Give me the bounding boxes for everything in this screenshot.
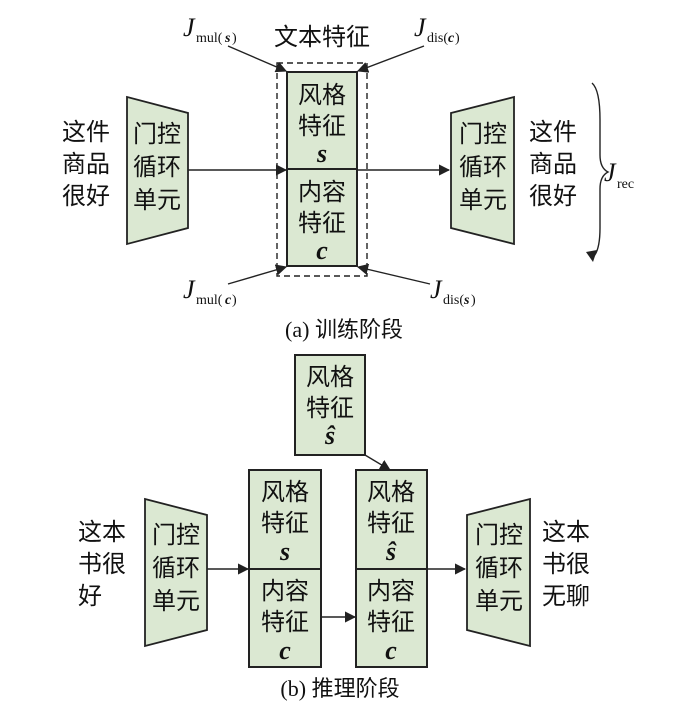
target-style-arrow (364, 454, 391, 471)
svg-text:J: J (183, 275, 196, 304)
inference-decoder-label-1: 门控 (475, 521, 523, 549)
inference-output-text: 这本 书很 无聊 (542, 518, 590, 610)
training-decoder-label-2: 循环 (459, 153, 507, 181)
svg-text:): ) (232, 293, 237, 308)
inference-decoder-gru (466, 497, 531, 648)
training-content-symbol: c (316, 236, 328, 265)
inference-stage: 风格 特征 ŝ 这本 书很 好 门控 循环 单元 风格 特征 s 内容 特征 c… (78, 354, 590, 701)
svg-text:s: s (224, 31, 231, 46)
loss-mul-c-arrow (227, 264, 288, 285)
new-content-line-2: 特征 (367, 608, 415, 636)
training-input-text: 这件 商品 很好 (62, 118, 110, 210)
svg-text:rec: rec (617, 177, 634, 192)
orig-content-line-1: 内容 (261, 577, 309, 605)
svg-text:dis(: dis( (427, 31, 448, 46)
inference-decoder-label-3: 单元 (475, 587, 523, 615)
loss-dis-c-label: J dis( c ) (414, 13, 460, 46)
svg-text:c: c (448, 31, 455, 46)
inference-input-line-3: 好 (78, 582, 102, 610)
new-content-symbol: c (385, 636, 397, 665)
orig-style-symbol: s (279, 537, 290, 566)
svg-text:J: J (430, 275, 443, 304)
new-style-feature-box (355, 469, 428, 570)
rec-brace-arrowhead (586, 250, 597, 262)
inference-encoder-label-3: 单元 (152, 587, 200, 615)
training-input-line-1: 这件 (62, 118, 110, 146)
loss-dis-c-arrow (356, 45, 425, 73)
training-style-line-1: 风格 (298, 81, 346, 109)
text-feature-label: 文本特征 (274, 23, 370, 51)
training-input-line-2: 商品 (62, 150, 110, 178)
training-input-line-3: 很好 (62, 182, 110, 210)
svg-text:J: J (604, 158, 617, 187)
inference-input-line-1: 这本 (78, 518, 126, 546)
text-feature-dashed-frame (276, 62, 368, 277)
training-output-line-2: 商品 (529, 150, 577, 178)
svg-text:J: J (183, 13, 196, 42)
rec-brace (591, 82, 610, 259)
inference-caption: (b) 推理阶段 (280, 676, 399, 701)
svg-text:): ) (471, 293, 476, 308)
training-style-line-2: 特征 (298, 112, 346, 140)
inference-decoder-label-2: 循环 (475, 554, 523, 582)
target-style-line-1: 风格 (306, 363, 354, 391)
orig-style-line-2: 特征 (261, 509, 309, 537)
loss-mul-c-label: J mul( c ) (183, 275, 237, 308)
training-encoder-label-2: 循环 (133, 153, 181, 181)
orig-style-feature-box (248, 469, 322, 570)
new-style-line-1: 风格 (367, 478, 415, 506)
loss-rec-label: J rec (604, 158, 634, 192)
training-style-symbol: s (316, 139, 327, 168)
inference-input-line-2: 书很 (78, 550, 126, 578)
inference-output-line-3: 无聊 (542, 582, 590, 610)
svg-text:mul(: mul( (196, 31, 223, 46)
svg-text:c: c (225, 293, 232, 308)
orig-style-line-1: 风格 (261, 478, 309, 506)
loss-dis-s-label: J dis( s ) (430, 275, 476, 308)
new-style-symbol: ŝ (385, 537, 397, 566)
svg-text:dis(: dis( (443, 293, 464, 308)
svg-text:mul(: mul( (196, 293, 223, 308)
svg-text:): ) (455, 31, 460, 46)
orig-content-line-2: 特征 (261, 608, 309, 636)
training-encoder-label-1: 门控 (133, 120, 181, 148)
inference-encoder-gru (144, 497, 208, 648)
orig-content-symbol: c (279, 636, 291, 665)
loss-dis-s-arrow (356, 263, 431, 285)
training-content-line-2: 特征 (298, 209, 346, 237)
target-style-line-2: 特征 (306, 394, 354, 422)
inference-output-line-1: 这本 (542, 518, 590, 546)
svg-text:s: s (463, 293, 470, 308)
inference-output-line-2: 书很 (542, 550, 590, 578)
new-content-line-1: 内容 (367, 577, 415, 605)
target-style-symbol: ŝ (324, 421, 336, 450)
inference-encoder-label-1: 门控 (152, 521, 200, 549)
target-style-feature-box (294, 354, 366, 456)
new-content-feature-box (355, 568, 428, 668)
training-stage: 文本特征 这件 商品 很好 门控 循环 单元 风格 特征 s 内容 特征 c 门… (62, 13, 634, 342)
inference-input-text: 这本 书很 好 (78, 518, 126, 610)
training-content-line-1: 内容 (298, 178, 346, 206)
training-content-feature-box (286, 168, 358, 267)
training-decoder-gru (450, 95, 515, 246)
training-decoder-label-1: 门控 (459, 120, 507, 148)
loss-mul-s-label: J mul( s ) (183, 13, 237, 46)
training-encoder-label-3: 单元 (133, 186, 181, 214)
orig-content-feature-box (248, 568, 322, 668)
training-output-line-3: 很好 (529, 182, 577, 210)
new-style-line-2: 特征 (367, 509, 415, 537)
training-style-feature-box (286, 71, 358, 170)
training-encoder-gru (126, 95, 189, 246)
svg-text:): ) (232, 31, 237, 46)
inference-encoder-label-2: 循环 (152, 554, 200, 582)
training-output-line-1: 这件 (529, 118, 577, 146)
loss-mul-s-arrow (227, 45, 288, 73)
training-output-text: 这件 商品 很好 (529, 118, 577, 210)
training-caption: (a) 训练阶段 (285, 317, 403, 342)
svg-text:J: J (414, 13, 427, 42)
training-decoder-label-3: 单元 (459, 186, 507, 214)
